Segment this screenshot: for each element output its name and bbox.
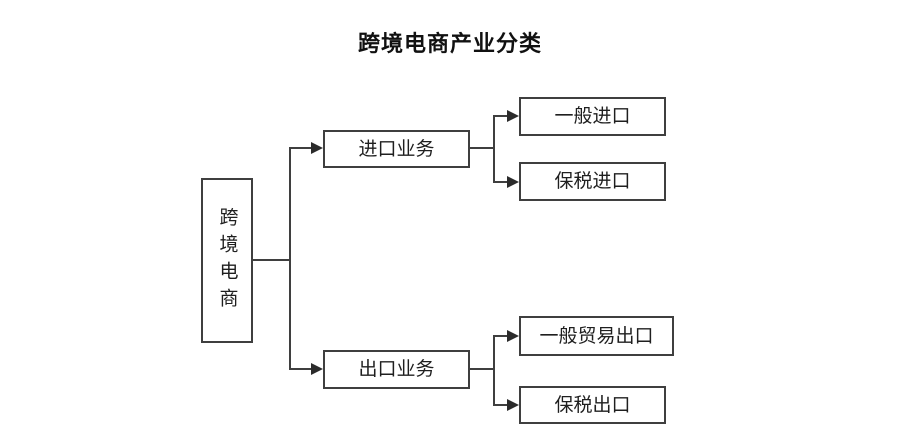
general-import-node: 一般进口 (519, 97, 666, 136)
export-in-hline (291, 368, 311, 370)
diagram-title: 跨境电商产业分类 (357, 31, 542, 56)
root-out-hline (253, 259, 290, 261)
branch-split-vline (289, 147, 291, 370)
general-trade-export-in-hline (495, 335, 507, 337)
import-business-node: 进口业务 (323, 130, 470, 168)
import-business-label: 进口业务 (358, 138, 435, 160)
export-out-hline (470, 368, 495, 370)
general-trade-export-arrowhead-icon (507, 330, 519, 342)
general-import-arrowhead-icon (507, 110, 519, 122)
bonded-import-label: 保税进口 (554, 171, 631, 192)
bonded-import-in-hline (495, 181, 507, 183)
bonded-import-node: 保税进口 (519, 162, 666, 201)
general-import-in-hline (495, 115, 507, 117)
bonded-import-arrowhead-icon (507, 176, 519, 188)
root-node-cross-border-ecommerce: 跨境电商 (201, 178, 253, 343)
root-node-label: 跨境电商 (216, 206, 238, 315)
bonded-export-in-hline (495, 404, 507, 406)
export-business-label: 出口业务 (358, 359, 435, 380)
general-trade-export-node: 一般贸易出口 (519, 316, 674, 356)
export-business-node: 出口业务 (323, 350, 470, 389)
import-in-hline (291, 147, 311, 149)
bonded-export-node: 保税出口 (519, 386, 666, 424)
bonded-export-arrowhead-icon (507, 399, 519, 411)
export-arrowhead-icon (311, 363, 323, 375)
import-out-hline (470, 147, 495, 149)
import-split-vline (493, 115, 495, 183)
export-split-vline (493, 335, 495, 406)
general-trade-export-label: 一般贸易出口 (539, 325, 654, 347)
import-arrowhead-icon (311, 142, 323, 154)
general-import-label: 一般进口 (554, 106, 631, 127)
bonded-export-label: 保税出口 (554, 394, 631, 416)
